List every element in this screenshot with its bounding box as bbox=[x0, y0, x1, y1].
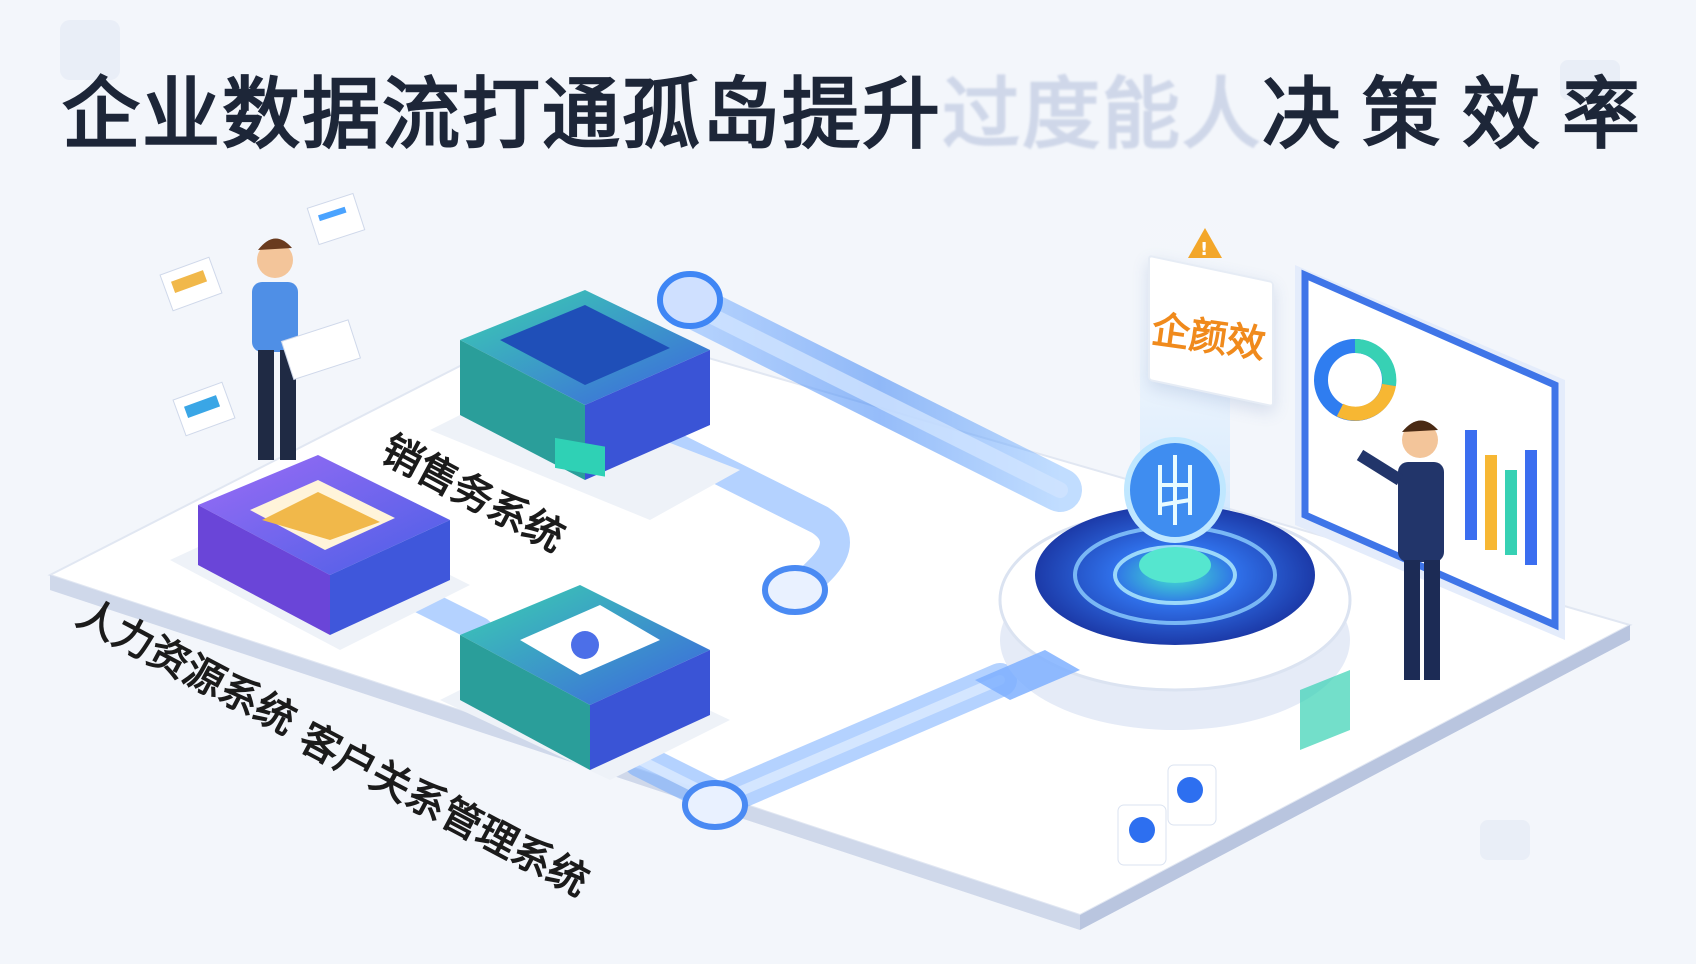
title-tail: 决策效率 bbox=[1262, 70, 1663, 160]
crm-system-box bbox=[440, 585, 730, 780]
svg-text:!: ! bbox=[1200, 239, 1208, 260]
finance-badges bbox=[1117, 670, 1350, 866]
platform bbox=[47, 313, 1633, 930]
analyst-figure bbox=[252, 238, 362, 460]
page-title: 企业数据流打通孤岛提升过度能人决策效率 bbox=[62, 52, 1662, 164]
presenter-figure bbox=[1356, 420, 1444, 680]
title-main: 企业数据流打通孤岛提升 bbox=[62, 70, 943, 160]
title-faded: 过度能人 bbox=[942, 70, 1263, 160]
hr-system-box bbox=[170, 455, 470, 650]
data-pipes bbox=[387, 271, 1082, 830]
sales-system-box bbox=[430, 290, 740, 520]
floating-documents bbox=[159, 192, 366, 437]
background-decor bbox=[60, 20, 1620, 860]
alert-sign: ! bbox=[1188, 228, 1222, 260]
